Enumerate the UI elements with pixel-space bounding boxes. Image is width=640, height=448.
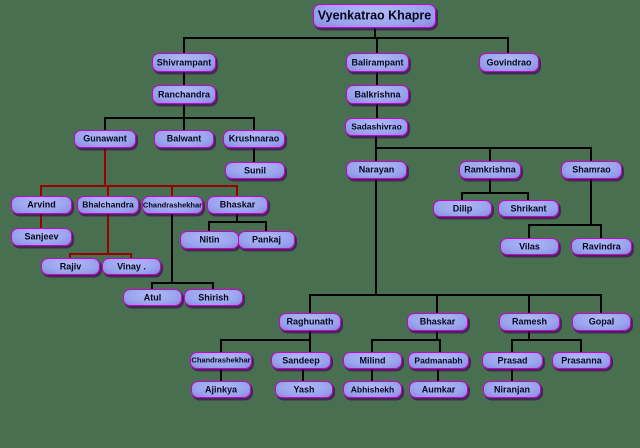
node-label: Vyenkatrao Khapre [317,8,432,23]
node-govindrao[interactable]: Govindrao [479,53,539,72]
node-bhaskar-1[interactable]: Bhaskar [207,196,268,214]
node-milind[interactable]: Milind [343,352,402,369]
node-label: Shamrao [572,164,611,175]
node-gopal[interactable]: Gopal [572,313,631,331]
node-label: Atul [143,292,162,302]
node-chandrashekhar-2[interactable]: Chandrashekhar [190,352,252,369]
node-ramkrishna[interactable]: Ramkrishna [459,161,521,179]
node-label: Ravindra [582,241,621,251]
node-label: Niranjan [493,384,530,394]
node-label: Sunil [244,165,266,175]
node-vyenkatrao-khapre[interactable]: Vyenkatrao Khapre [313,4,436,28]
node-sunil[interactable]: Sunil [225,162,285,179]
node-ranchandra[interactable]: Ranchandra [152,85,216,104]
node-label: Chandrashekhar [142,200,203,209]
node-label: Narayan [358,164,395,175]
node-label: Pankaj [251,234,282,245]
node-krushnarao[interactable]: Krushnarao [223,130,285,148]
node-aumkar[interactable]: Aumkar [409,381,468,398]
node-sandeep[interactable]: Sandeep [271,352,331,369]
node-shrikant[interactable]: Shrikant [498,200,559,217]
node-rajiv[interactable]: Rajiv [41,258,100,275]
node-sanjeev[interactable]: Sanjeev [11,228,72,246]
node-nitin[interactable]: Nitin [180,231,239,249]
node-label: Ramesh [511,316,547,327]
node-label: Shivrampant [156,57,212,67]
node-bhalchandra[interactable]: Bhalchandra [77,196,139,214]
node-label: Krushnarao [228,133,280,144]
node-label: Gopal [588,316,615,327]
node-ramesh[interactable]: Ramesh [499,313,560,331]
node-yash[interactable]: Yash [275,381,333,398]
node-label: Bhaskar [419,316,456,327]
node-chandrashekhar-1[interactable]: Chandrashekhar [142,196,203,214]
node-prasanna[interactable]: Prasanna [552,352,611,369]
node-label: Ajinkya [204,384,237,394]
node-label: Shrikant [510,203,547,213]
node-label: Nitin [199,234,220,245]
node-vinay[interactable]: Vinay . [102,258,161,275]
node-label: Gunawant [83,133,127,144]
node-dilip[interactable]: Dilip [433,200,492,217]
node-ravindra[interactable]: Ravindra [571,238,632,255]
node-balwant[interactable]: Balwant [154,130,214,148]
node-balirampant[interactable]: Balirampant [346,53,409,72]
node-label: Balirampant [351,57,404,67]
node-label: Rajiv [59,261,82,271]
node-label: Prasanna [561,355,602,365]
node-label: Arvind [27,199,56,210]
node-ajinkya[interactable]: Ajinkya [191,381,251,398]
node-narayan[interactable]: Narayan [346,161,407,179]
node-gunawant[interactable]: Gunawant [74,130,136,148]
node-label: Yash [293,384,315,394]
node-vilas[interactable]: Vilas [500,238,559,255]
node-label: Abhishekh [350,384,395,394]
node-label: Sadashivrao [351,121,402,132]
node-label: Govindrao [486,57,532,67]
node-label: Bhaskar [219,199,256,210]
node-atul[interactable]: Atul [123,289,182,306]
node-label: Ranchandra [157,89,210,99]
node-label: Dilip [452,203,473,213]
node-label: Balwant [166,133,202,144]
node-niranjan[interactable]: Niranjan [483,381,541,398]
node-label: Balkrishna [354,89,401,99]
node-sadashivrao[interactable]: Sadashivrao [345,118,408,136]
node-shamrao[interactable]: Shamrao [561,161,622,179]
node-prasad[interactable]: Prasad [482,352,543,369]
node-balkrishna[interactable]: Balkrishna [346,85,409,104]
node-label: Vinay . [117,261,146,271]
node-label: Aumkar [421,384,456,394]
node-label: Prasad [497,355,528,365]
node-shirish[interactable]: Shirish [184,289,243,306]
node-label: Padmanabh [414,355,463,365]
node-label: Raghunath [286,316,334,327]
node-label: Sanjeev [24,231,59,242]
node-label: Sandeep [282,355,320,365]
node-raghunath[interactable]: Raghunath [279,313,341,331]
node-shivrampant[interactable]: Shivrampant [152,53,216,72]
node-arvind[interactable]: Arvind [11,196,72,214]
node-label: Milind [359,355,386,365]
node-pankaj[interactable]: Pankaj [238,231,295,249]
node-label: Vilas [519,241,540,251]
node-label: Ramkrishna [464,164,516,175]
node-label: Bhalchandra [82,199,134,210]
node-label: Shirish [198,292,229,302]
node-label: Chandrashekhar [191,355,251,365]
node-padmanabh[interactable]: Padmanabh [408,352,469,369]
node-abhishekh[interactable]: Abhishekh [343,381,402,398]
node-bhaskar-2[interactable]: Bhaskar [407,313,468,331]
